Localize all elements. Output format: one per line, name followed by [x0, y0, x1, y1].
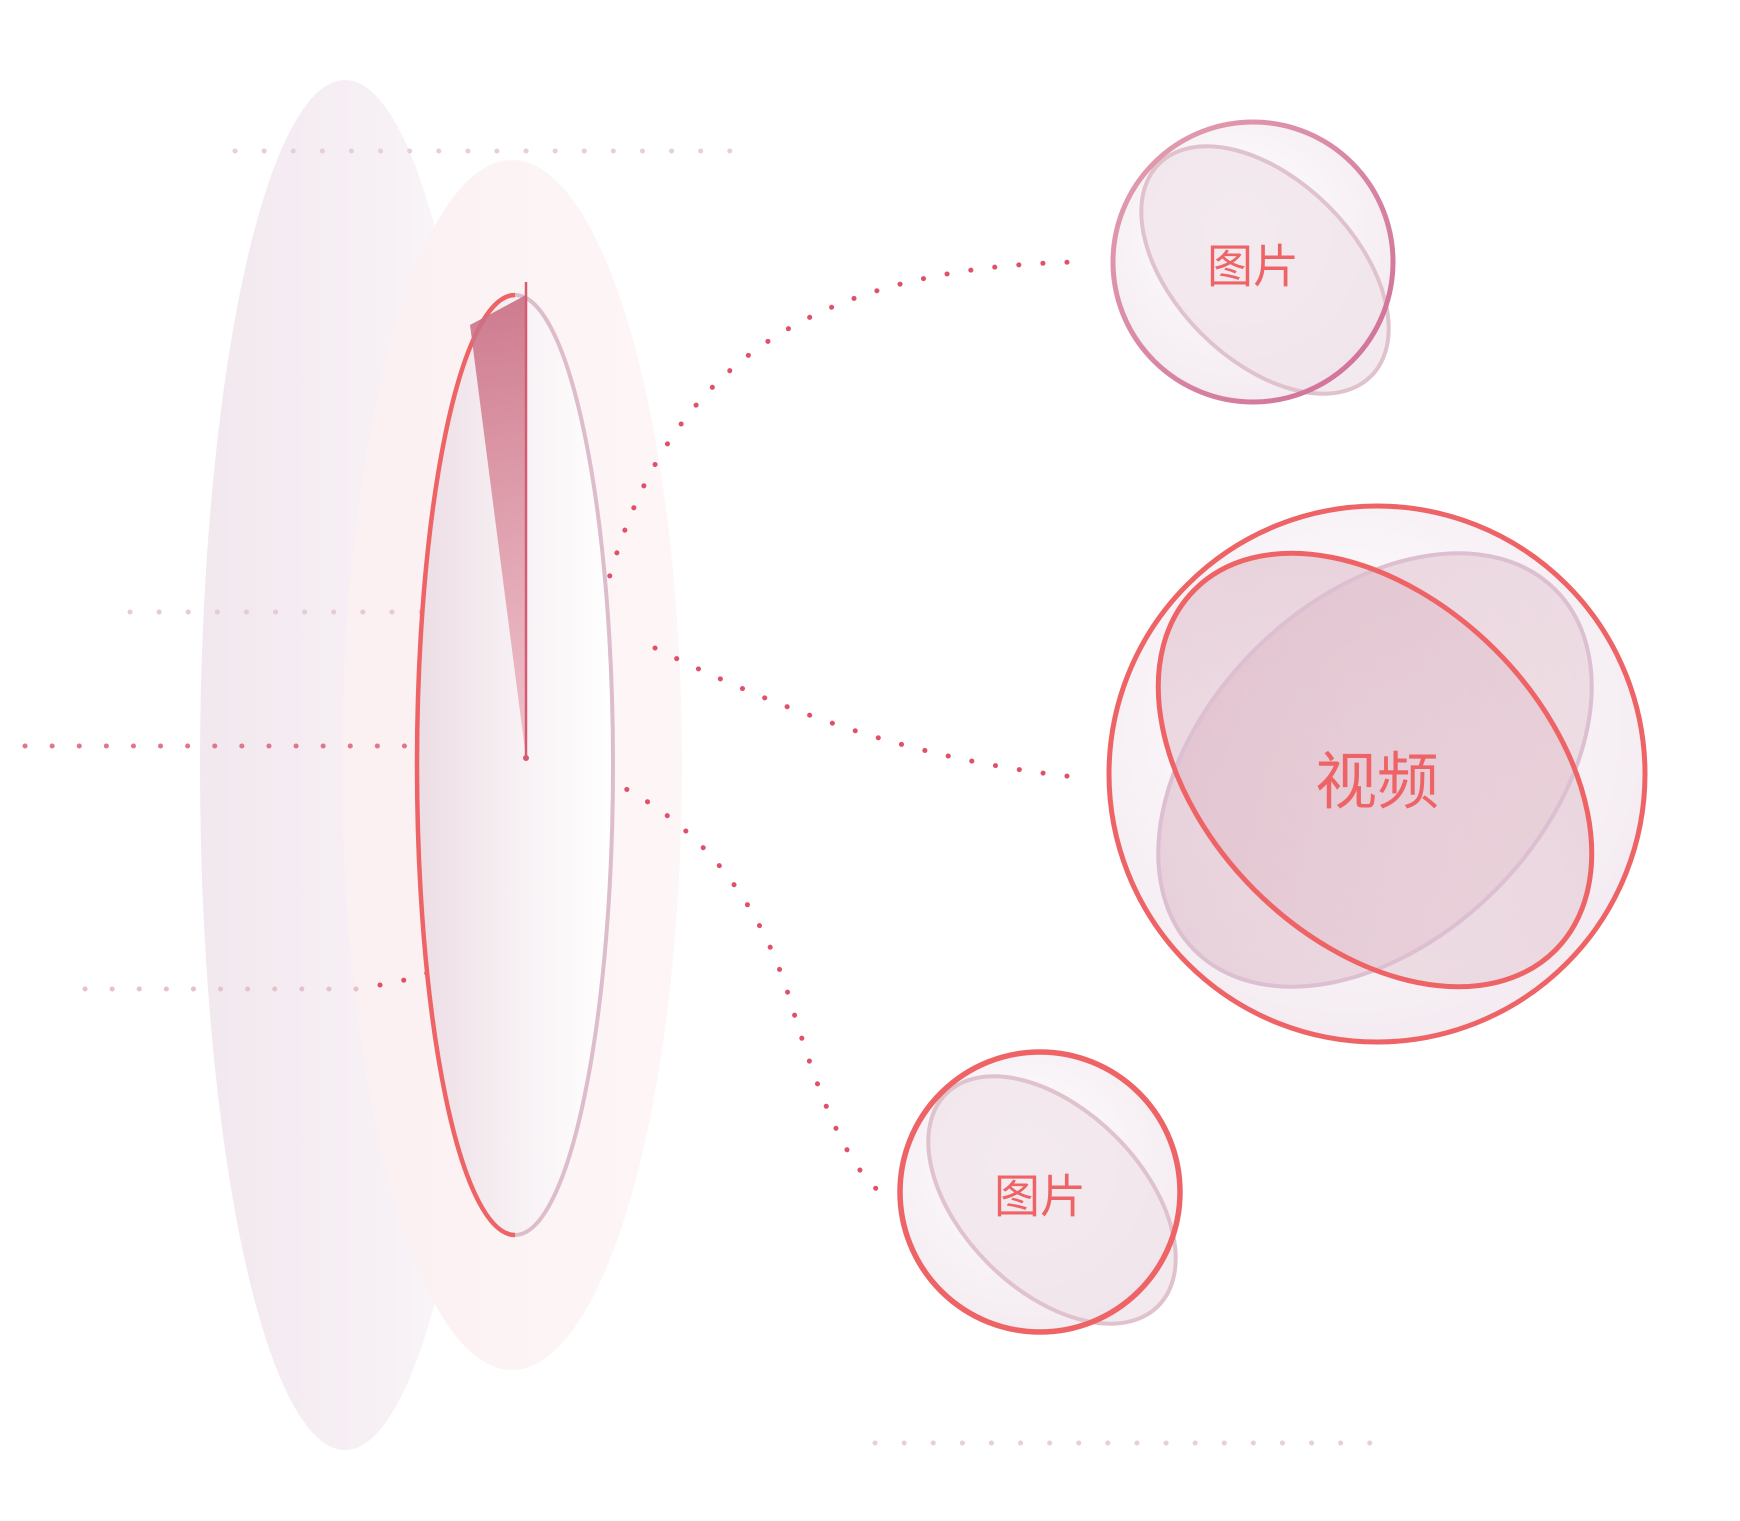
central-disc-rim-left	[414, 292, 516, 1238]
pointer-pivot	[523, 755, 529, 761]
connector-line-video	[652, 645, 1088, 781]
pointer-wedge	[470, 295, 526, 758]
central-disc-rim-right	[514, 293, 615, 1237]
central-disc	[417, 295, 613, 1235]
node-image-top[interactable]: 图片	[1095, 100, 1434, 439]
node-image-bottom-label: 图片	[994, 1170, 1086, 1224]
node-image-bottom[interactable]: 图片	[882, 1030, 1221, 1369]
node-video-label: 视频	[1315, 745, 1439, 818]
node-video[interactable]: 视频	[1074, 469, 1675, 1070]
node-image-top-label: 图片	[1207, 240, 1299, 294]
